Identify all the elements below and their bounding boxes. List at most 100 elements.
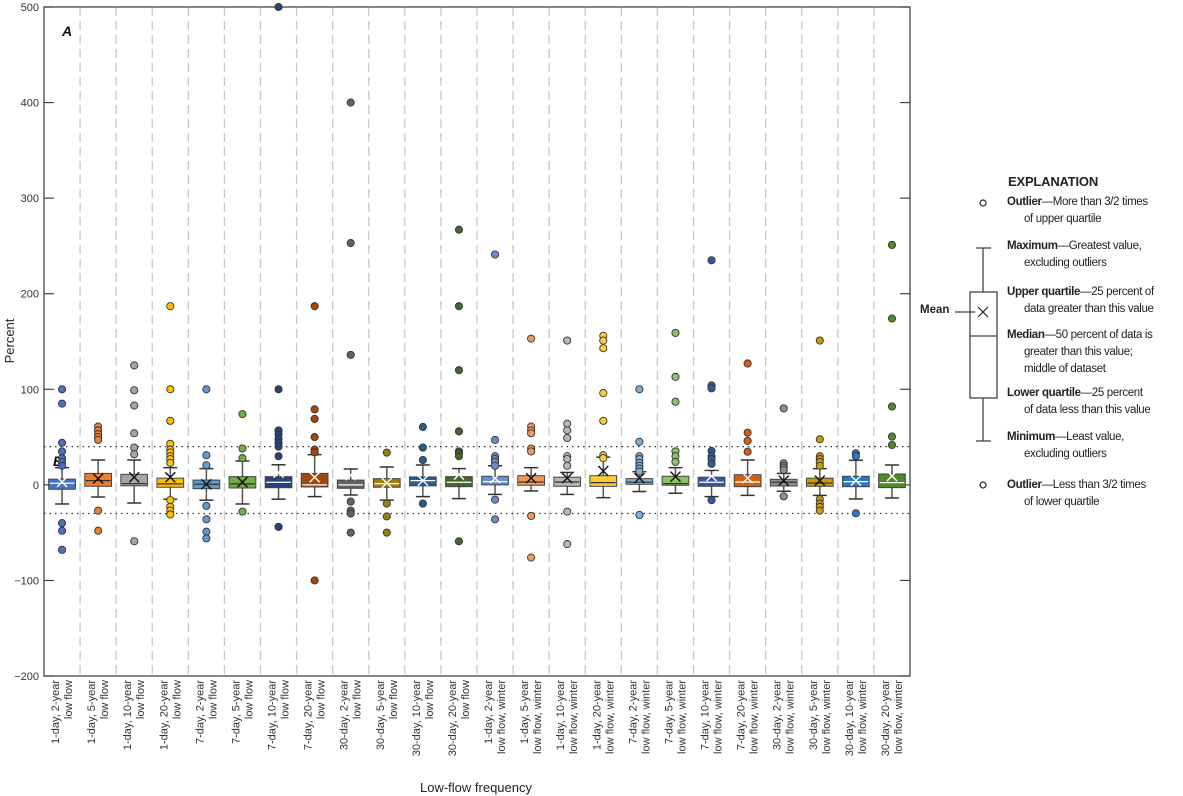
legend-item-maximum: Maximum—Greatest value,excluding outlier…: [1007, 238, 1183, 272]
x-tick-label: 1-day, 5-year: [86, 680, 98, 744]
outlier-point: [815, 506, 824, 515]
outlier-point: [94, 526, 103, 535]
legend-explanation: EXPLANATION Mean Outlier—More than 3/2 t…: [915, 170, 1183, 510]
box-22: [805, 336, 834, 515]
outlier-point: [346, 509, 355, 518]
x-tick-label: 1-day, 2-year: [483, 680, 495, 744]
outlier-point: [346, 497, 355, 506]
x-tick-label: 7-day, 10-year: [700, 680, 712, 750]
x-tick-label: 7-day, 10-year: [267, 680, 279, 750]
mean-marker: [200, 478, 212, 490]
iqr-box: [805, 477, 834, 487]
x-tick-label: low flow: [280, 680, 292, 719]
box-23: [842, 449, 870, 518]
legend-title: EXPLANATION: [1008, 174, 1099, 189]
outlier-point: [635, 437, 644, 446]
outlier-point: [274, 522, 283, 531]
outlier-point: [238, 454, 247, 463]
x-tick-label: low flow, winter: [640, 680, 652, 754]
x-tick-label: low flow, winter: [604, 680, 616, 754]
outlier-point: [238, 410, 247, 419]
outlier-point: [274, 442, 283, 451]
iqr-box: [120, 473, 149, 487]
outlier-point: [202, 515, 211, 524]
outlier-point: [274, 452, 283, 461]
iqr-box: [589, 475, 618, 487]
outlier-point: [779, 465, 788, 474]
outlier-point: [310, 433, 319, 442]
box-16: [589, 331, 618, 499]
x-tick-label: low flow, winter: [893, 680, 905, 754]
y-tick-label: −100: [14, 575, 39, 587]
legend-desc: excluding outliers: [1024, 448, 1107, 460]
outlier-point: [563, 433, 572, 443]
outlier-point: [527, 334, 536, 343]
y-axis-title: Percent: [2, 318, 17, 363]
outlier-point: [887, 440, 897, 450]
outlier-point: [454, 366, 464, 375]
mean-marker: [273, 467, 285, 479]
x-tick-label: 30-day, 5-year: [808, 680, 820, 750]
outlier-point: [707, 496, 716, 505]
outlier-point: [707, 459, 716, 468]
outlier-point: [57, 438, 67, 447]
outlier-point: [57, 519, 67, 528]
y-tick-label: 500: [21, 2, 39, 14]
box-4: [156, 302, 185, 519]
y-tick-label: 400: [21, 98, 39, 110]
box-15: [553, 336, 582, 549]
outlier-point: [490, 250, 500, 259]
legend-item-minimum: Minimum—Least value,excluding outliers: [1007, 429, 1183, 463]
outlier-point: [527, 553, 536, 562]
outlier-point: [94, 435, 103, 444]
outlier-point: [130, 443, 139, 452]
outlier-point: [563, 461, 572, 470]
outlier-point: [887, 240, 897, 250]
mean-marker: [417, 475, 429, 487]
outlier-point: [743, 436, 752, 445]
outlier-point: [57, 545, 67, 554]
outlier-point: [635, 510, 644, 520]
mean-marker: [597, 465, 609, 477]
outlier-point: [238, 444, 247, 453]
x-tick-label: low flow: [460, 680, 472, 719]
outlier-point: [599, 336, 608, 345]
x-tick-label: low flow: [352, 680, 364, 719]
outlier-point: [57, 447, 67, 456]
x-tick-label: low flow, winter: [785, 680, 797, 754]
outlier-point: [346, 350, 355, 359]
box-6: [228, 410, 257, 516]
iqr-box: [517, 475, 545, 486]
mean-marker: [345, 469, 357, 481]
outlier-point: [743, 447, 752, 456]
outlier-point: [454, 452, 464, 461]
x-tick-label: low flow: [207, 680, 219, 719]
outlier-point: [57, 461, 67, 470]
box-3: [120, 361, 149, 546]
iqr-box: [84, 472, 112, 487]
outlier-point: [130, 450, 139, 459]
outlier-point: [527, 447, 536, 456]
mean-marker: [381, 477, 393, 489]
x-tick-label: low flow, winter: [713, 680, 725, 754]
legend-desc: —50 percent of data is: [1044, 329, 1153, 341]
box-14: [517, 334, 545, 562]
mean-marker: [886, 470, 898, 482]
box-8: [300, 302, 329, 585]
box-13: [481, 250, 509, 524]
outlier-point: [166, 302, 175, 311]
outlier-point: [382, 448, 391, 457]
x-tick-label: 7-day, 20-year: [736, 680, 748, 750]
x-tick-label: low flow: [388, 680, 400, 719]
legend-desc: data greater than this value: [1024, 303, 1154, 315]
y-tick-label: −200: [14, 671, 39, 683]
legend-desc: —Least value,: [1055, 431, 1124, 443]
x-tick-label: 30-day, 10-year: [411, 680, 423, 757]
y-tick-label: 300: [21, 193, 39, 205]
iqr-box: [481, 475, 509, 486]
outlier-point: [57, 399, 67, 408]
outlier-point: [563, 419, 572, 428]
mean-marker: [814, 475, 826, 487]
outlier-point: [418, 499, 427, 508]
outlier-point: [599, 344, 608, 353]
